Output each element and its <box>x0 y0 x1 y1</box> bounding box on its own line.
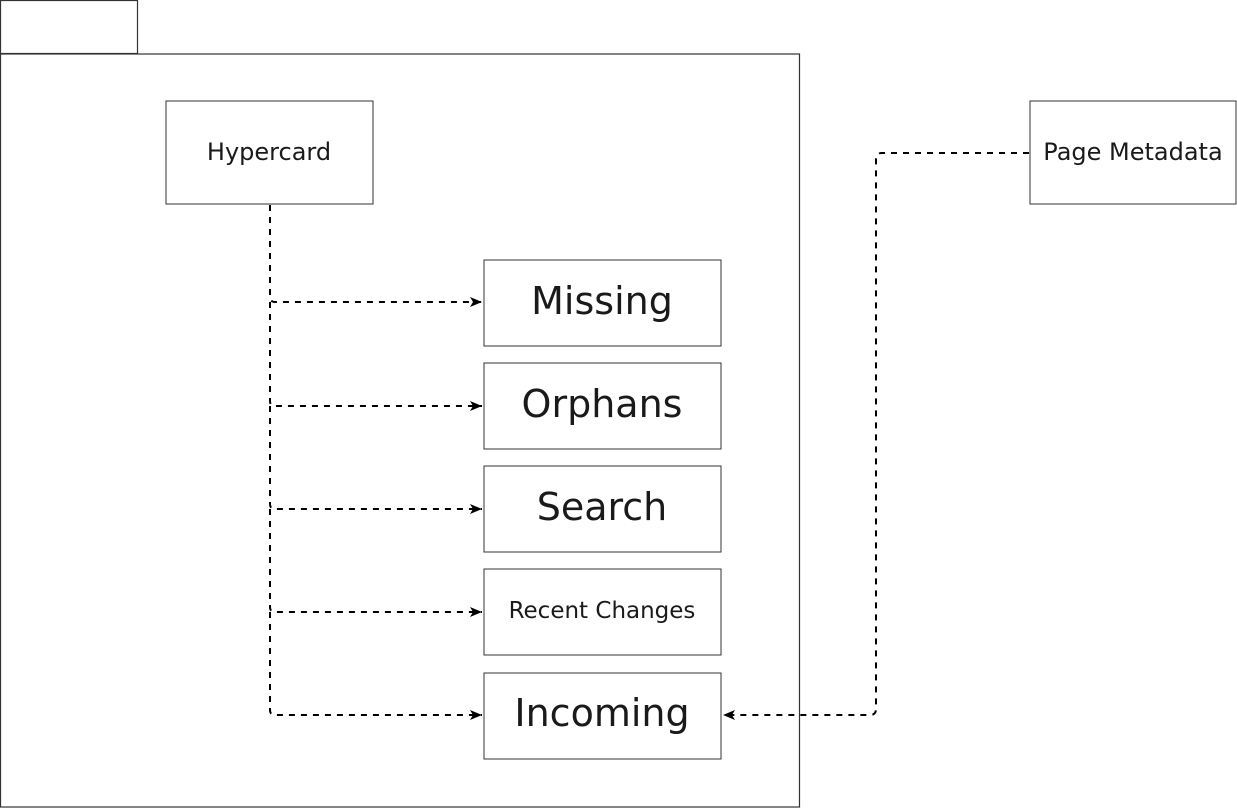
node-orphans-label: Orphans <box>522 382 683 426</box>
package-tab <box>0 0 139 55</box>
edge-hypercard-missing <box>269 205 482 307</box>
node-missing-box <box>483 259 722 347</box>
node-search: Search <box>483 465 722 553</box>
edge-hypercard-search <box>269 406 482 514</box>
node-hypercard-box <box>165 100 374 205</box>
edge-hypercard-orphans <box>269 302 482 411</box>
node-hypercard: Hypercard <box>165 100 374 205</box>
node-recent-changes-label: Recent Changes <box>509 598 696 624</box>
node-missing: Missing <box>483 259 722 347</box>
node-search-label: Search <box>537 485 668 529</box>
node-missing-label: Missing <box>531 279 673 323</box>
edges <box>269 152 1029 720</box>
edge-hypercard-recent-changes <box>269 509 482 617</box>
edge-hypercard-incoming <box>269 612 482 720</box>
node-page-metadata: Page Metadata <box>1029 100 1237 205</box>
node-incoming: Incoming <box>483 672 722 760</box>
node-page-metadata-label: Page Metadata <box>1043 138 1222 166</box>
node-hypercard-label: Hypercard <box>207 138 331 166</box>
node-recent-changes-box <box>483 568 722 656</box>
node-orphans: Orphans <box>483 362 722 450</box>
edge-page-metadata-incoming <box>723 152 1029 720</box>
node-page-metadata-box <box>1029 100 1237 205</box>
node-orphans-box <box>483 362 722 450</box>
node-recent-changes: Recent Changes <box>483 568 722 656</box>
node-search-box <box>483 465 722 553</box>
node-incoming-label: Incoming <box>514 691 689 735</box>
node-incoming-box <box>483 672 722 760</box>
